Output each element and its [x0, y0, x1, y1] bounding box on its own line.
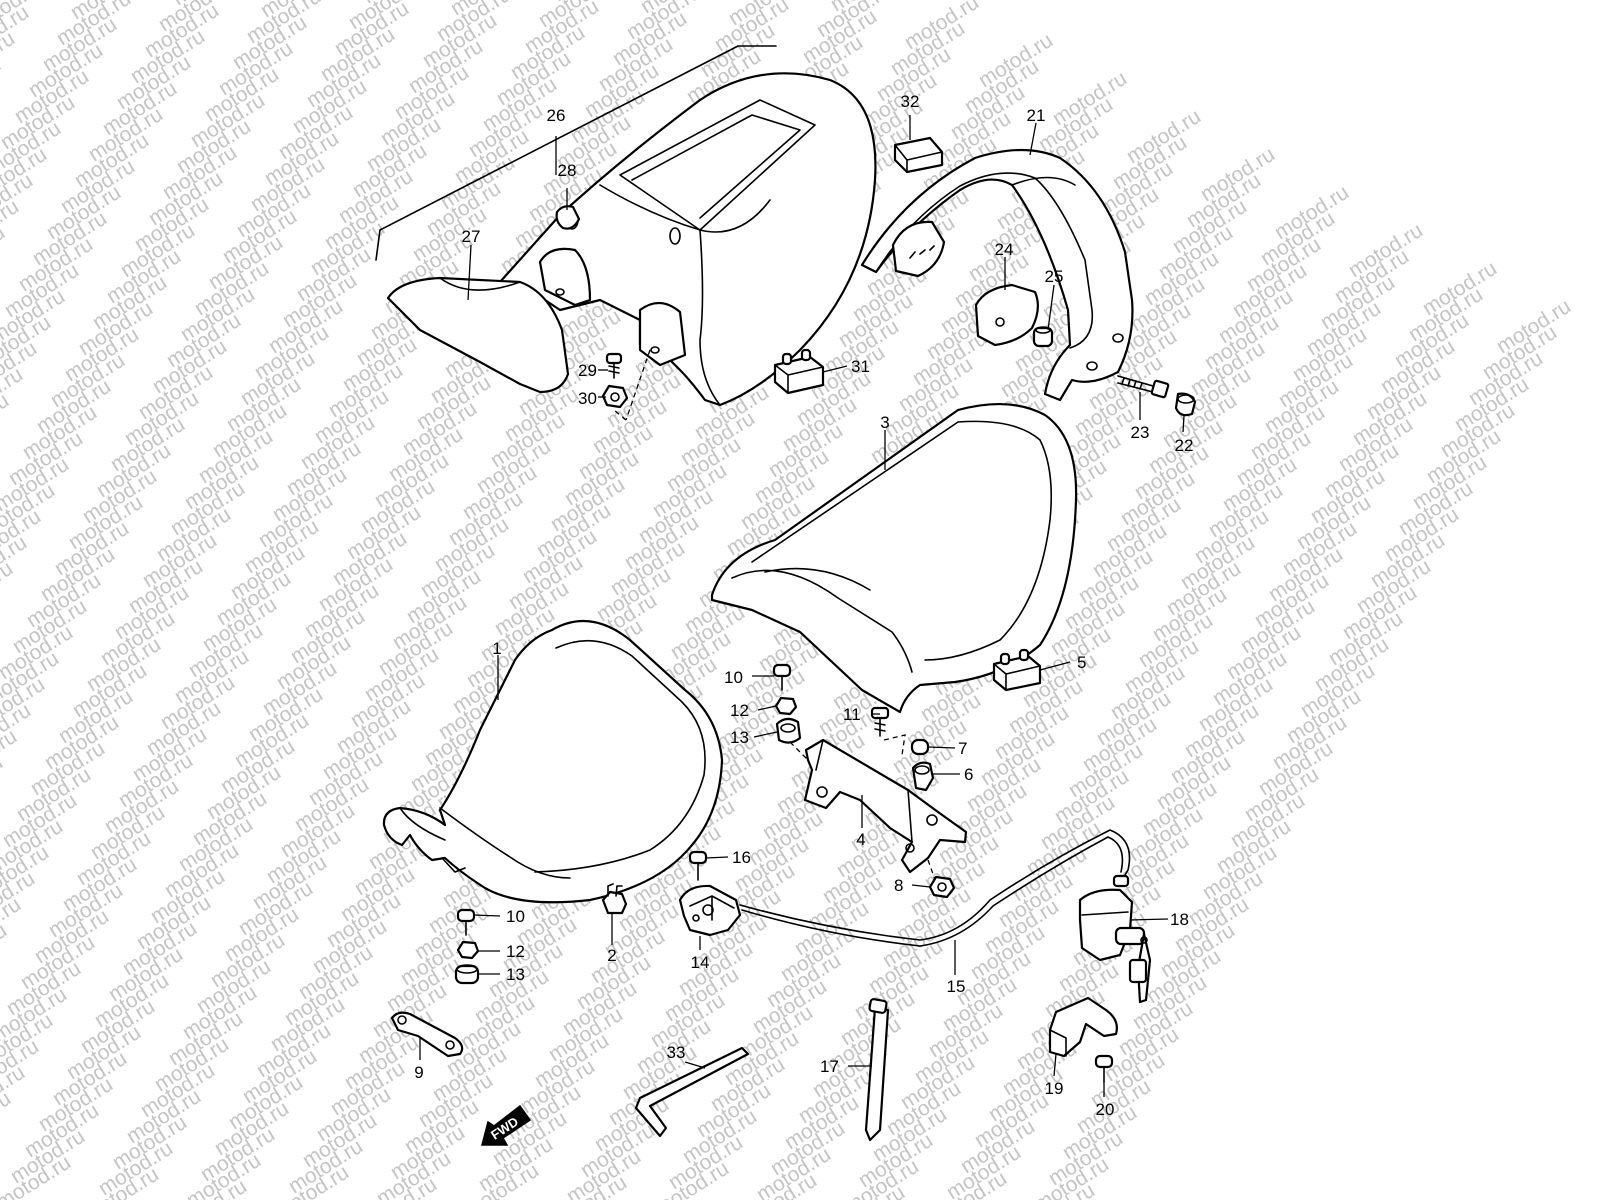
grommet-part-28: [555, 205, 581, 230]
callout-21: 21: [1027, 106, 1046, 125]
callout-18: 18: [1170, 910, 1189, 929]
nut-part-8: [928, 875, 956, 899]
callout-33: 33: [667, 1043, 686, 1062]
callout-27: 27: [462, 227, 481, 246]
washer-part-12-lower: [456, 940, 480, 960]
callout-1: 1: [492, 639, 501, 658]
callout-3: 3: [880, 413, 889, 432]
bolt-part-11: [870, 706, 890, 737]
collar-part-13-lower: [454, 964, 480, 985]
callout-32: 32: [901, 92, 920, 111]
callout-19: 19: [1045, 1079, 1064, 1098]
callout-labels: 1 2 3 4 5 6 7 8 9 10 11 12 13 14 15 16 1…: [414, 92, 1193, 1119]
bolt-part-23: [1117, 375, 1170, 399]
washer-part-12-upper: [774, 696, 798, 716]
screw-part-10-upper: [772, 663, 792, 691]
screw-part-20: [1094, 1054, 1114, 1083]
callout-7: 7: [958, 739, 967, 758]
callout-23: 23: [1131, 423, 1150, 442]
hex-wrench-part-33: [634, 1046, 750, 1138]
callout-5: 5: [1077, 653, 1086, 672]
callout-29: 29: [578, 361, 597, 380]
bracket-part-9: [390, 1011, 464, 1058]
leader-lines: [419, 115, 1185, 1097]
cushion-part-31: [773, 348, 825, 395]
lock-bracket-part-19: [1048, 996, 1118, 1058]
callout-13-upper: 13: [730, 728, 749, 747]
callout-11: 11: [843, 705, 861, 724]
tail-cowl-part-26: [375, 45, 877, 407]
seat-lock-part-14: [678, 884, 742, 937]
callout-28: 28: [558, 161, 577, 180]
cushion-part-2: [601, 883, 628, 915]
cushion-part-5: [992, 648, 1042, 692]
callout-12-lower: 12: [506, 942, 525, 961]
callout-2: 2: [607, 946, 616, 965]
callout-14: 14: [691, 953, 710, 972]
callout-26: 26: [547, 106, 566, 125]
bracket-part-4: [803, 738, 968, 874]
collar-part-13-upper: [775, 717, 802, 744]
callout-17: 17: [820, 1057, 839, 1076]
spacer-part-24: [974, 283, 1039, 347]
screw-part-16: [688, 850, 708, 881]
collar-part-7: [910, 738, 930, 756]
callout-25: 25: [1045, 267, 1064, 286]
callout-10-lower: 10: [506, 907, 525, 926]
callout-20: 20: [1096, 1100, 1115, 1119]
callout-30: 30: [578, 389, 597, 408]
callout-8: 8: [894, 876, 903, 895]
callout-31: 31: [851, 357, 870, 376]
callout-16: 16: [732, 848, 751, 867]
seat-cover-part-27: [386, 276, 570, 394]
callout-24: 24: [995, 240, 1014, 259]
fwd-arrow-icon: FWD: [481, 1104, 532, 1146]
callout-15: 15: [947, 977, 966, 996]
rear-seat-part-3: [710, 402, 1078, 714]
callout-13-lower: 13: [506, 965, 525, 984]
screw-part-10-lower: [456, 908, 476, 936]
collar-part-25: [1032, 326, 1054, 348]
grab-rail-part-21: [860, 148, 1134, 402]
screw-part-29: [605, 352, 623, 379]
callout-6: 6: [964, 765, 973, 784]
key-lock-part-18: [1078, 888, 1152, 1004]
callout-10-upper: 10: [724, 668, 743, 687]
nut-part-30: [601, 384, 629, 409]
callout-9: 9: [414, 1063, 423, 1082]
front-seat-part-1: [382, 619, 724, 904]
callout-22: 22: [1175, 436, 1194, 455]
callout-12-upper: 12: [730, 701, 749, 720]
cable-part-15: [739, 829, 1131, 941]
callout-4: 4: [856, 830, 865, 849]
cap-part-22: [1174, 392, 1197, 417]
cable-tie-part-17: [864, 998, 890, 1142]
grommet-part-6: [911, 761, 935, 792]
